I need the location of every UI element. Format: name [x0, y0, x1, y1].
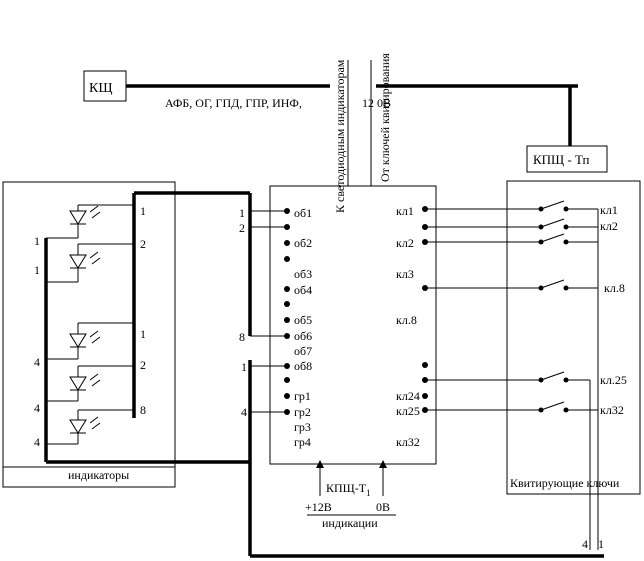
led-pin-label: 1 [140, 327, 146, 341]
pin-dot [284, 409, 290, 415]
to-indicators-label: К светодиодным индикаторам [333, 59, 347, 213]
switch-3 [538, 233, 598, 245]
pin-label: об6 [294, 329, 312, 343]
indicators-panel [2, 181, 176, 488]
led-1 [46, 204, 134, 239]
indicators-label: индикаторы [68, 468, 129, 482]
pin-label: об5 [294, 313, 312, 327]
pin-dot [284, 333, 290, 339]
pin-dot [284, 301, 290, 307]
pin-label: кл1 [396, 204, 414, 218]
led-pin-label: 2 [140, 237, 146, 251]
pin-label: кл3 [396, 267, 414, 281]
wire-number: 4 [241, 405, 247, 419]
pin-dot [284, 208, 290, 214]
pin-label: об2 [294, 236, 312, 250]
arrow-up-icon [379, 460, 387, 468]
pin-label: кл24 [396, 389, 420, 403]
switch-1 [538, 200, 598, 212]
led-pin-label: 8 [140, 403, 146, 417]
rail-number: 1 [34, 263, 40, 277]
pin-label: об7 [294, 344, 312, 358]
keys-panel [506, 180, 641, 495]
pin-label: об4 [294, 283, 312, 297]
pin-label: об3 [294, 267, 312, 281]
pin-label: гр1 [294, 389, 311, 403]
indication-label: индикации [322, 516, 378, 530]
pin-dot [284, 393, 290, 399]
ksch-label: КЩ [89, 81, 112, 96]
led-3 [46, 322, 134, 360]
kpsch-tn-label: КПЩ - Тп [533, 152, 589, 167]
pin-label: гр2 [294, 405, 311, 419]
from-keys-label: От ключей квитирования [378, 53, 392, 182]
supply-zero-label: 0В [376, 500, 390, 514]
bottom-number: 1 [598, 537, 604, 551]
pin-label: гр3 [294, 420, 311, 434]
kpsch-t1-label: КПЩ-Т1 [326, 481, 371, 498]
rail-number: 4 [34, 435, 40, 449]
pin-dot [422, 393, 428, 399]
kpsch-tn-box [526, 145, 608, 173]
pin-label: об8 [294, 359, 312, 373]
led-pin-label: 1 [140, 204, 146, 218]
led-pin-label: 2 [140, 358, 146, 372]
arrow-up-icon [316, 460, 324, 468]
rail-number: 4 [34, 355, 40, 369]
switch-label: кл.8 [604, 281, 625, 295]
pin-dot [284, 377, 290, 383]
bus-voltage: 12 0В [362, 96, 391, 110]
pin-dot [284, 256, 290, 262]
switch-label: кл1 [600, 203, 618, 217]
pin-dot [284, 363, 290, 369]
supply-plus-label: +12В [305, 500, 332, 514]
pin-label: кл2 [396, 236, 414, 250]
kpsch-t1-block [269, 185, 437, 465]
pin-dot [284, 286, 290, 292]
pin-label: об1 [294, 206, 312, 220]
switch-label: кл32 [600, 403, 624, 417]
pin-label: кл32 [396, 435, 420, 449]
switch-25 [538, 371, 590, 383]
rail-number: 4 [34, 401, 40, 415]
pin-label: кл.8 [396, 313, 417, 327]
bottom-number: 4 [582, 537, 588, 551]
wire-number: 1 [239, 206, 245, 220]
pin-label: гр4 [294, 435, 311, 449]
led-4 [46, 365, 134, 402]
wire-number: 1 [241, 360, 247, 374]
rail-number: 1 [34, 234, 40, 248]
switch-label: кл.25 [600, 373, 627, 387]
switch-label: кл2 [600, 219, 618, 233]
switch-8 [538, 279, 598, 291]
pin-dot [284, 240, 290, 246]
bus-signals: АФБ, ОГ, ГПД, ГПР, ИНФ, [165, 96, 302, 110]
switch-32 [538, 401, 598, 413]
wire-number: 2 [239, 221, 245, 235]
pin-dot [284, 317, 290, 323]
wire-number: 8 [239, 330, 245, 344]
pin-dot [422, 362, 428, 368]
led-5 [46, 409, 134, 445]
led-2 [46, 243, 134, 283]
keys-label: Квитирующие ключи [510, 476, 620, 490]
pin-label: кл25 [396, 404, 420, 418]
switch-2 [538, 218, 598, 230]
pin-dot [284, 224, 290, 230]
